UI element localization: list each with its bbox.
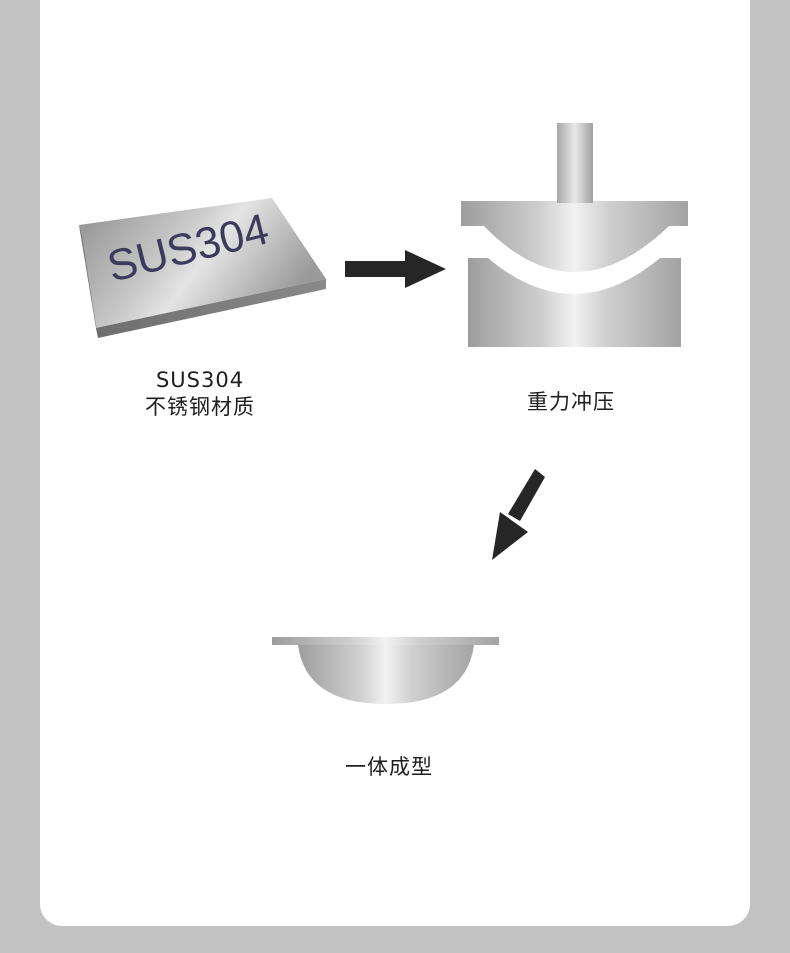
step3-label: 一体成型 <box>309 754 469 781</box>
step3-label-line1: 一体成型 <box>345 755 433 779</box>
arrow-down-left-icon <box>492 469 545 560</box>
arrow-right-icon <box>345 250 446 288</box>
step2-label: 重力冲压 <box>491 389 651 416</box>
step2-label-line1: 重力冲压 <box>527 390 615 414</box>
steel-plate-icon: SUS304 <box>79 198 326 338</box>
step1-label: SUS304 不锈钢材质 <box>115 367 285 421</box>
press-die-icon <box>461 123 688 347</box>
step1-label-line1: SUS304 <box>155 368 245 392</box>
formed-bowl-icon <box>272 637 499 704</box>
step1-label-line2: 不锈钢材质 <box>145 395 255 419</box>
process-card <box>40 0 750 926</box>
